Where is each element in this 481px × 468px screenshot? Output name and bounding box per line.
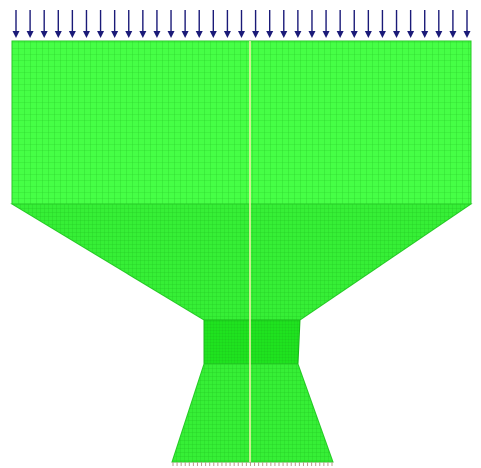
down-arrow-icon: [97, 10, 105, 38]
down-arrow-icon: [153, 10, 161, 38]
down-arrow-icon: [139, 10, 147, 38]
down-arrow-icon: [40, 10, 48, 38]
down-arrow-icon: [308, 10, 316, 38]
down-arrow-icon: [407, 10, 415, 38]
down-arrow-icon: [393, 10, 401, 38]
down-arrow-icon: [167, 10, 175, 38]
down-arrow-icon: [125, 10, 133, 38]
down-arrow-icon: [68, 10, 76, 38]
down-arrow-icon: [195, 10, 203, 38]
down-arrow-icon: [209, 10, 217, 38]
down-arrow-icon: [82, 10, 90, 38]
support-marks: [172, 462, 333, 466]
down-arrow-icon: [252, 10, 260, 38]
down-arrow-icon: [111, 10, 119, 38]
down-arrow-icon: [266, 10, 274, 38]
down-arrow-icon: [449, 10, 457, 38]
down-arrow-icon: [435, 10, 443, 38]
down-arrow-icon: [463, 10, 471, 38]
mesh-region-bottom-flare: [171, 363, 334, 463]
mesh-region-tapered-funnel: [10, 203, 473, 321]
down-arrow-icon: [322, 10, 330, 38]
mesh-region-top-block: [11, 40, 472, 205]
down-arrow-icon: [223, 10, 231, 38]
down-arrow-icon: [294, 10, 302, 38]
mesh-region-neck: [203, 319, 301, 365]
down-arrow-icon: [238, 10, 245, 38]
down-arrow-icon: [350, 10, 358, 38]
down-arrow-icon: [181, 10, 189, 38]
down-arrow-icon: [54, 10, 62, 38]
down-arrow-icon: [12, 10, 20, 38]
down-arrow-icon: [378, 10, 386, 38]
down-arrow-icon: [280, 10, 288, 38]
load-arrows: [12, 10, 471, 38]
down-arrow-icon: [26, 10, 34, 38]
down-arrow-icon: [364, 10, 372, 38]
down-arrow-icon: [336, 10, 344, 38]
down-arrow-icon: [421, 10, 429, 38]
